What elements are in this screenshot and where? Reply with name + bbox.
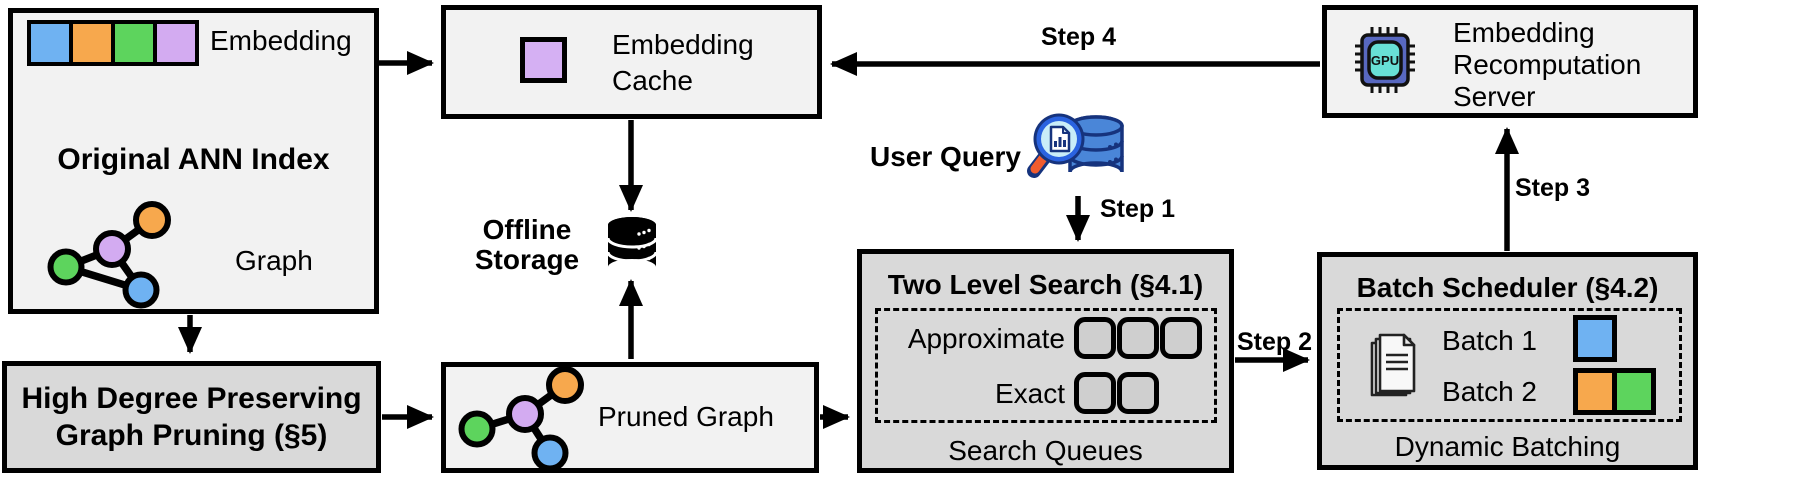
queue-slot [1074,372,1116,414]
embedding-strip [27,20,199,66]
server-title-line3: Server [1453,81,1536,112]
original-graph-icon [47,201,171,309]
batch2-label: Batch 2 [1442,376,1537,407]
dynamic-batching-panel [1337,308,1682,422]
cache-title-line1: Embedding [612,29,754,60]
batch-documents-icon [1370,333,1416,397]
two-level-search-box: Two Level Search (§4.1) Approximate Exac… [857,249,1234,473]
step4-label: Step 4 [1041,23,1117,51]
storage-label-line2: Storage [474,244,580,275]
original-index-title: Original ANN Index [57,143,330,176]
dynamic-batching-caption: Dynamic Batching [1394,431,1621,462]
exact-label: Exact [994,378,1065,409]
queue-slot [1117,317,1159,359]
cache-title: Embedding Cache [612,27,754,99]
server-title-line1: Embedding [1453,17,1595,48]
original-ann-index-box: Embedding Original ANN Index Graph [8,8,379,314]
color-swatch [115,24,153,62]
color-swatch [157,24,195,62]
pruned-graph-box: Pruned Graph [441,362,819,473]
server-title: Embedding Recomputation Server [1453,17,1641,113]
approximate-label: Approximate [907,323,1065,354]
embedding-cache-box: Embedding Cache [441,5,822,119]
graph-label: Graph [235,245,313,276]
color-swatch [31,24,69,62]
recomputation-server-box: GPU Embedding Recomputation Server [1322,5,1698,118]
color-swatch [1612,368,1656,415]
storage-label-line1: Offline [482,214,572,245]
batch2-squares [1573,368,1656,415]
offline-storage-label: Offline Storage [462,215,592,275]
user-query-label: User Query [870,141,1021,172]
color-swatch [1573,315,1617,362]
batch-scheduler-box: Batch Scheduler (§4.2) Batch 1 Batch 2 D… [1317,252,1698,470]
cache-title-line2: Cache [612,65,693,96]
queue-slot [1117,372,1159,414]
server-title-line2: Recomputation [1453,49,1642,80]
color-swatch [1573,368,1617,415]
step3-label: Step 3 [1515,174,1591,202]
search-queues-panel: Approximate Exact [875,308,1217,423]
batch-scheduler-title: Batch Scheduler (§4.2) [1356,272,1659,303]
search-queues-caption: Search Queues [948,435,1143,466]
gpu-chip-label: GPU [1371,53,1399,68]
step1-label: Step 1 [1100,195,1176,223]
pruned-graph-label: Pruned Graph [598,401,774,432]
color-swatch [73,24,111,62]
user-query-icon [1027,113,1124,178]
queue-slot [1074,317,1116,359]
pruning-title-line1: High Degree Preserving [21,382,362,415]
exact-queue-slots [1074,372,1159,414]
batch1-label: Batch 1 [1442,325,1537,356]
batch1-squares [1573,315,1617,362]
queue-slot [1160,317,1202,359]
pruning-title-line2: Graph Pruning (§5) [55,419,328,452]
cached-embedding-square [520,37,567,83]
approximate-queue-slots [1074,317,1202,359]
graph-pruning-box: High Degree Preserving Graph Pruning (§5… [2,361,381,473]
two-level-search-title: Two Level Search (§4.1) [887,269,1204,300]
step2-label: Step 2 [1237,328,1313,356]
gpu-chip-icon: GPU [1355,27,1415,93]
embedding-label: Embedding [210,25,352,56]
pruned-graph-icon [458,366,584,472]
offline-storage-database-icon [606,217,658,267]
